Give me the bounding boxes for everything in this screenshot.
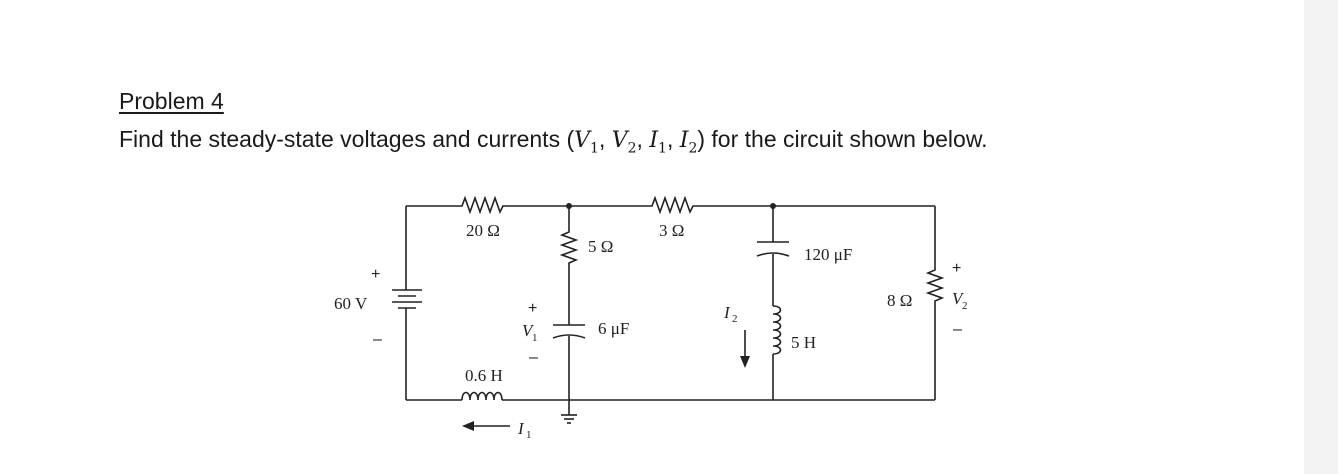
i1-sub: 1 (526, 429, 532, 441)
source-plus: + (371, 266, 380, 283)
var-v1: V1 (574, 128, 599, 157)
v1-minus: – (529, 349, 538, 366)
page-edge-strip (1304, 0, 1338, 474)
bottom-wire (406, 391, 935, 401)
c1-label: 6 μF (598, 319, 629, 338)
r1-label: 20 Ω (466, 221, 500, 240)
statement-prefix: Find the steady-state voltages and curre… (119, 126, 575, 152)
v2-sub: 2 (962, 300, 968, 312)
arrow-i2 (740, 330, 750, 368)
l2-label: 5 H (791, 333, 816, 352)
branch-5ohm-6uf (552, 206, 586, 424)
r3-label: 3 Ω (659, 221, 684, 240)
v1-plus: + (528, 300, 537, 317)
var-i1: I1 (649, 128, 667, 157)
v2-label: V (952, 289, 965, 308)
statement-suffix: ) for the circuit shown below. (697, 126, 988, 152)
r4-label: 8 Ω (887, 291, 912, 310)
problem-statement: Find the steady-state voltages and curre… (119, 126, 988, 157)
var-v2: V2 (611, 128, 637, 157)
i2-sub: 2 (732, 313, 738, 325)
r2-label: 5 Ω (588, 237, 613, 256)
top-wire (406, 195, 935, 215)
var-i2: I2 (679, 128, 698, 157)
l1-label: 0.6 H (465, 366, 503, 385)
branch-120uf-5h (756, 206, 790, 400)
arrow-i1 (462, 421, 510, 431)
i2-label: I (723, 303, 731, 322)
i1-label: I (517, 419, 525, 438)
branch-8ohm (925, 206, 945, 400)
source-minus: – (373, 331, 382, 348)
v1-sub: 1 (532, 332, 538, 344)
v2-minus: – (953, 321, 962, 338)
battery-60v (392, 206, 422, 400)
source-label: 60 V (334, 294, 368, 313)
v2-plus: + (952, 260, 961, 277)
problem-title: Problem 4 (119, 88, 224, 114)
c2-label: 120 μF (804, 245, 852, 264)
v1-label: V (522, 321, 535, 340)
